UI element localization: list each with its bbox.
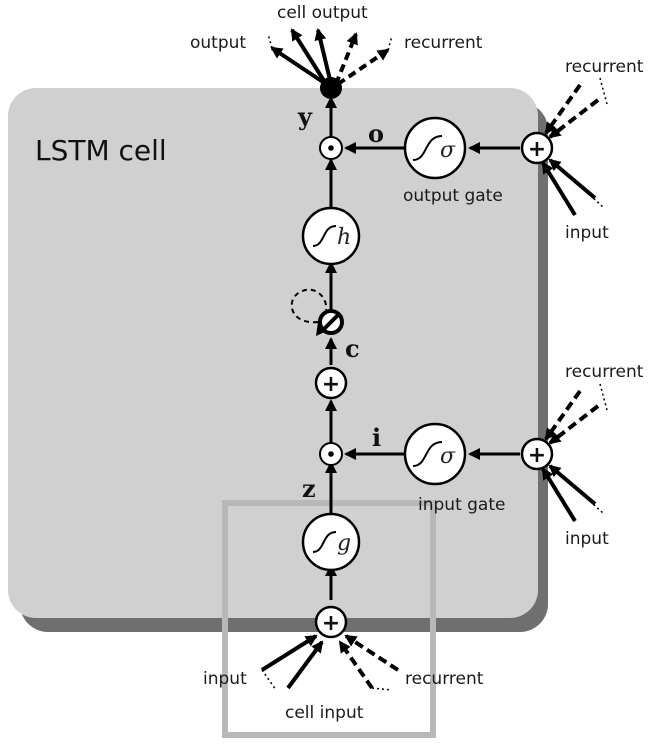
cell-title: LSTM cell <box>35 134 167 167</box>
input-og-label: input <box>565 223 609 243</box>
input-gate-input-arrows <box>541 389 600 523</box>
input-gate-fade-lines <box>589 383 608 515</box>
cell-box <box>8 88 538 618</box>
output-gate-node: σ <box>403 116 467 180</box>
g-label: g <box>337 531 351 556</box>
recurrent-top-label: recurrent <box>404 33 483 53</box>
cell-input-label: cell input <box>285 703 364 723</box>
h-activation-node: h <box>301 206 361 266</box>
output-gate-plus-node: + <box>520 131 554 165</box>
recurrent-og-label: recurrent <box>565 57 644 77</box>
cell-state-plus-node: + <box>314 366 348 400</box>
output-multiply-node <box>319 136 343 160</box>
output-node <box>320 77 342 99</box>
main-flow-arrows <box>325 96 520 600</box>
cell-output-label: cell output <box>277 3 368 23</box>
recurrent-ig-label: recurrent <box>565 362 644 382</box>
self-loop-arrow <box>290 288 328 324</box>
plus-sign: + <box>322 611 340 636</box>
cell-input-fade-lines <box>261 669 393 691</box>
output-gate-sigma: σ <box>440 138 456 163</box>
input-gate-sigma: σ <box>440 444 456 469</box>
output-gate-fade-lines <box>589 77 608 209</box>
var-o: o <box>368 119 384 148</box>
input-gate-node: σ <box>403 422 467 486</box>
cell-state-node <box>318 309 344 335</box>
var-y: y <box>297 102 313 131</box>
plus-sign: + <box>528 137 546 162</box>
input-multiply-node <box>319 442 343 466</box>
cell-input-plus-node: + <box>314 605 348 639</box>
h-label: h <box>337 225 351 250</box>
plus-sign: + <box>528 443 546 468</box>
var-i: i <box>372 423 381 452</box>
recurrent-bottom-label: recurrent <box>405 669 484 689</box>
input-gate-label: input gate <box>418 495 505 515</box>
g-activation-node: g <box>301 512 361 572</box>
input-gate-plus-node: + <box>520 437 554 471</box>
cell-input-arrows <box>260 634 400 690</box>
var-c: c <box>345 334 360 363</box>
input-bottom-label: input <box>203 669 247 689</box>
top-output-arrows <box>270 28 390 86</box>
top-output-fade-lines <box>267 33 393 51</box>
output-gate-input-arrows <box>541 83 600 217</box>
cell-input-box <box>222 500 436 738</box>
input-ig-label: input <box>565 529 609 549</box>
output-gate-label: output gate <box>403 186 503 206</box>
plus-sign: + <box>322 372 340 397</box>
var-z: z <box>302 474 316 503</box>
output-label: output <box>190 33 246 53</box>
